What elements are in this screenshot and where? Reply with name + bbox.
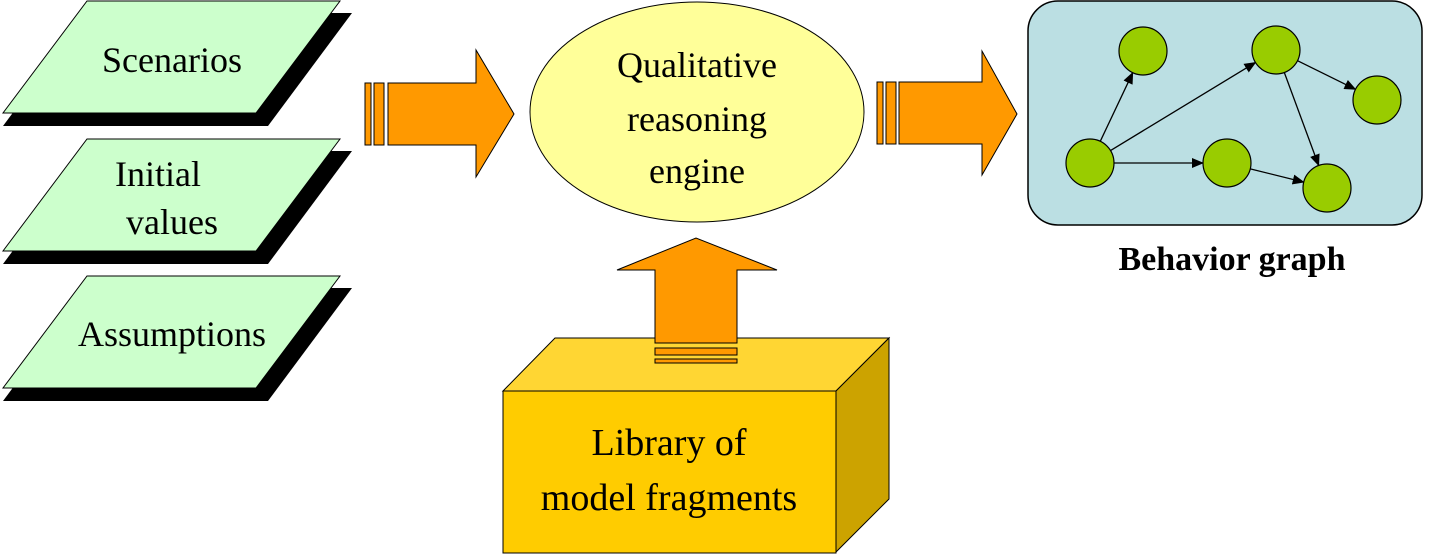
behavior-graph-caption: Behavior graph bbox=[1118, 241, 1345, 278]
input-shape bbox=[2, 138, 341, 252]
graph-edge-n3-n4 bbox=[1297, 60, 1357, 90]
graph-edges bbox=[1099, 60, 1357, 185]
input-assumptions: Assumptions bbox=[2, 275, 352, 401]
graph-node-n6 bbox=[1302, 163, 1352, 213]
input-label-line1: Initial bbox=[115, 154, 201, 194]
graph-edge-n1-n2 bbox=[1099, 71, 1134, 142]
arrow-library-to-engine bbox=[616, 237, 778, 364]
graph-node-n2 bbox=[1118, 26, 1168, 76]
input-shape bbox=[2, 275, 341, 389]
input-initial-values: Initial values bbox=[2, 138, 352, 264]
arrow-engine-to-graph bbox=[876, 49, 1018, 177]
box-front bbox=[502, 390, 837, 554]
graph-node-n3 bbox=[1251, 25, 1301, 75]
graph-node-n1 bbox=[1065, 138, 1115, 188]
input-shape bbox=[2, 0, 341, 114]
model-fragment-library: Library of model fragments bbox=[501, 336, 891, 554]
engine-ellipse bbox=[529, 1, 865, 223]
graph-edge-n3-n6 bbox=[1283, 72, 1320, 167]
box-top bbox=[501, 337, 891, 392]
arrow-inputs-to-engine bbox=[364, 48, 515, 179]
graph-node-n5 bbox=[1202, 138, 1252, 188]
graph-edge-n1-n3 bbox=[1110, 61, 1257, 152]
engine-label-line1: Qualitative bbox=[617, 45, 777, 85]
input-label-line2: values bbox=[126, 202, 218, 242]
library-label-line2: model fragments bbox=[541, 477, 797, 519]
engine-label-line3: engine bbox=[649, 151, 745, 191]
graph-node-n4 bbox=[1352, 75, 1402, 125]
input-scenarios: Scenarios bbox=[2, 0, 352, 126]
graph-edge-n5-n6 bbox=[1250, 168, 1305, 185]
input-label: Assumptions bbox=[78, 314, 266, 354]
reasoning-engine: Qualitative reasoning engine bbox=[529, 1, 865, 223]
library-label-line1: Library of bbox=[591, 422, 746, 464]
input-label: Scenarios bbox=[102, 40, 242, 80]
graph-nodes bbox=[1065, 25, 1402, 213]
behavior-graph bbox=[1027, 0, 1423, 226]
engine-label-line2: reasoning bbox=[627, 99, 767, 139]
